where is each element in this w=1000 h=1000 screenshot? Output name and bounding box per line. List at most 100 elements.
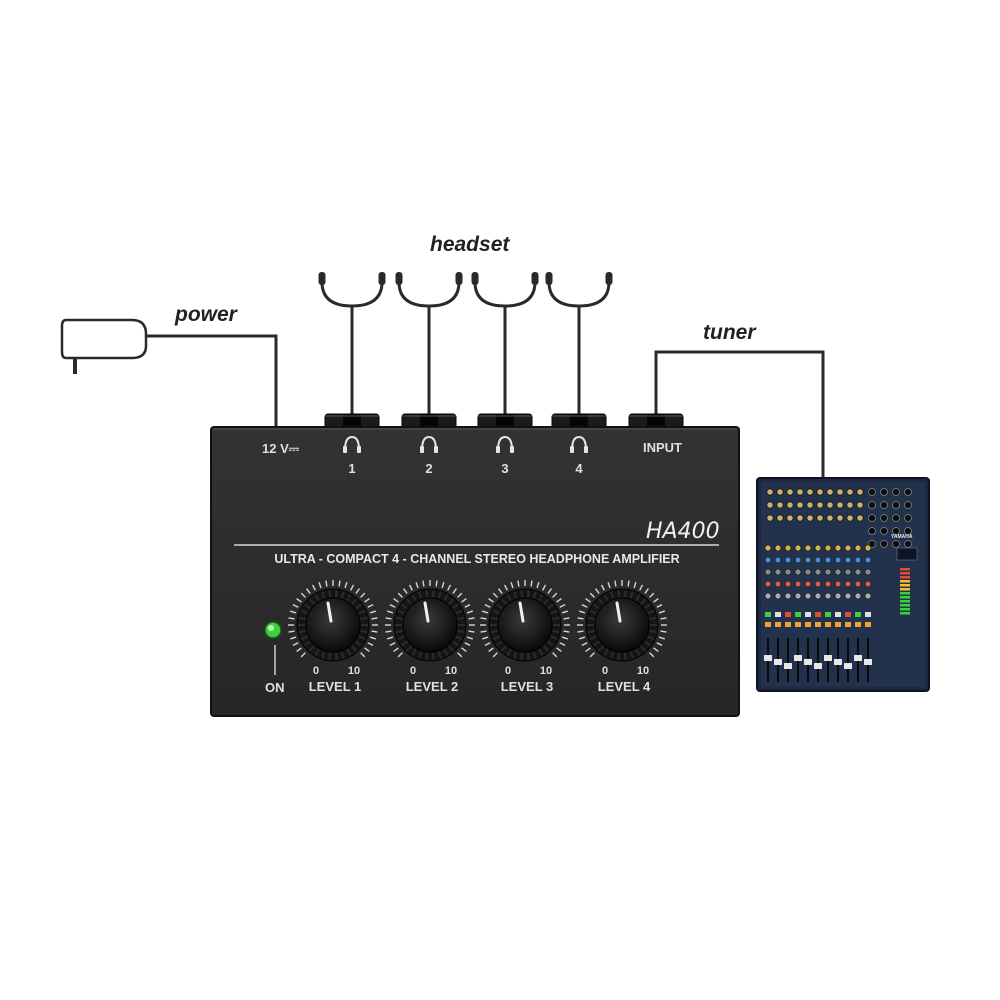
headphone-icon: [570, 435, 588, 453]
mixer-knob: [846, 514, 854, 522]
mixer-knob: [854, 556, 862, 564]
power-cable: [146, 334, 278, 428]
mixer-knob: [814, 556, 822, 564]
mixer-knob: [774, 544, 782, 552]
knob-indicator: [615, 601, 622, 623]
mixer-jack: [868, 488, 876, 496]
mixer-knob: [814, 580, 822, 588]
mixer-knob: [864, 544, 872, 552]
mixer-knob: [856, 514, 864, 522]
headphone-icon: [343, 435, 361, 453]
model-name: HA400: [646, 519, 720, 544]
mixer-button: [815, 612, 821, 617]
audio-jack-icon: [401, 413, 457, 430]
mixer-button: [805, 622, 811, 627]
mixer-knob: [784, 568, 792, 576]
level-knob[interactable]: [385, 580, 475, 662]
level-knob[interactable]: [577, 580, 667, 662]
mixer-jack: [892, 488, 900, 496]
mixer-knob: [844, 580, 852, 588]
mixer-knob: [806, 514, 814, 522]
audio-jack-icon: [628, 413, 684, 430]
fader-cap: [804, 659, 812, 665]
mixer-jack: [892, 514, 900, 522]
mixer-knob: [854, 592, 862, 600]
mixer-brand: YAMAHA: [891, 534, 913, 540]
mixer-button: [765, 612, 771, 617]
earphone-icon: [471, 272, 539, 420]
level-meter-segment: [900, 600, 910, 603]
fader-cap: [844, 663, 852, 669]
mixer-jack: [904, 514, 912, 522]
mixer-knob: [784, 544, 792, 552]
port-number: 3: [501, 461, 508, 476]
mixer-console: YAMAHA: [756, 477, 930, 692]
mixer-button: [775, 622, 781, 627]
mixer-jack: [892, 540, 900, 548]
mixer-knob: [766, 488, 774, 496]
mixer-knob: [764, 544, 772, 552]
mixer-knob: [796, 501, 804, 509]
mixer-knob: [824, 580, 832, 588]
mixer-jack: [904, 488, 912, 496]
mixer-knob: [826, 501, 834, 509]
earphone-icon: [318, 272, 386, 420]
mixer-knob: [774, 592, 782, 600]
mixer-jack: [880, 527, 888, 535]
mixer-knob: [764, 592, 772, 600]
mixer-knob: [804, 556, 812, 564]
headphone-icon: [420, 435, 438, 453]
level-meter-segment: [900, 596, 910, 599]
mixer-knob: [814, 544, 822, 552]
mixer-knob: [804, 544, 812, 552]
knob-indicator: [326, 601, 333, 623]
mixer-knob: [824, 592, 832, 600]
mixer-knob: [864, 556, 872, 564]
mixer-jack: [880, 501, 888, 509]
fader-cap: [834, 659, 842, 665]
fader-cap: [794, 655, 802, 661]
level-knob[interactable]: [480, 580, 570, 662]
knob-min-label: 0: [602, 665, 608, 677]
mixer-button: [865, 612, 871, 617]
level-knob[interactable]: [288, 580, 378, 662]
mixer-knob: [796, 488, 804, 496]
level-meter-segment: [900, 576, 910, 579]
mixer-knob: [784, 580, 792, 588]
mixer-jack: [892, 527, 900, 535]
mixer-display: [896, 547, 918, 561]
mixer-knob: [776, 514, 784, 522]
mixer-knob: [764, 556, 772, 564]
mixer-button: [865, 622, 871, 627]
mixer-knob: [826, 488, 834, 496]
mixer-knob: [766, 501, 774, 509]
mixer-knob: [854, 568, 862, 576]
mixer-knob: [764, 580, 772, 588]
port-number: 2: [425, 461, 432, 476]
mixer-knob: [836, 501, 844, 509]
mixer-knob: [834, 568, 842, 576]
mixer-knob: [846, 488, 854, 496]
knob-indicator: [518, 601, 525, 623]
knob-max-label: 10: [540, 665, 552, 677]
mixer-knob: [844, 592, 852, 600]
mixer-knob: [864, 568, 872, 576]
mixer-knob: [824, 568, 832, 576]
mixer-knob: [774, 556, 782, 564]
tuner-cable: [654, 350, 825, 480]
mixer-button: [835, 612, 841, 617]
mixer-jack: [904, 540, 912, 548]
mixer-knob: [766, 514, 774, 522]
mixer-knob: [846, 501, 854, 509]
power-label: power: [174, 303, 239, 326]
knob-level-label: LEVEL 2: [406, 679, 459, 694]
port-number: 1: [348, 461, 355, 476]
mixer-knob: [784, 556, 792, 564]
mixer-jack: [868, 501, 876, 509]
mixer-knob: [794, 592, 802, 600]
mixer-knob: [854, 580, 862, 588]
mixer-knob: [794, 568, 802, 576]
power-on-label: ON: [265, 680, 285, 695]
headphone-icon: [496, 435, 514, 453]
